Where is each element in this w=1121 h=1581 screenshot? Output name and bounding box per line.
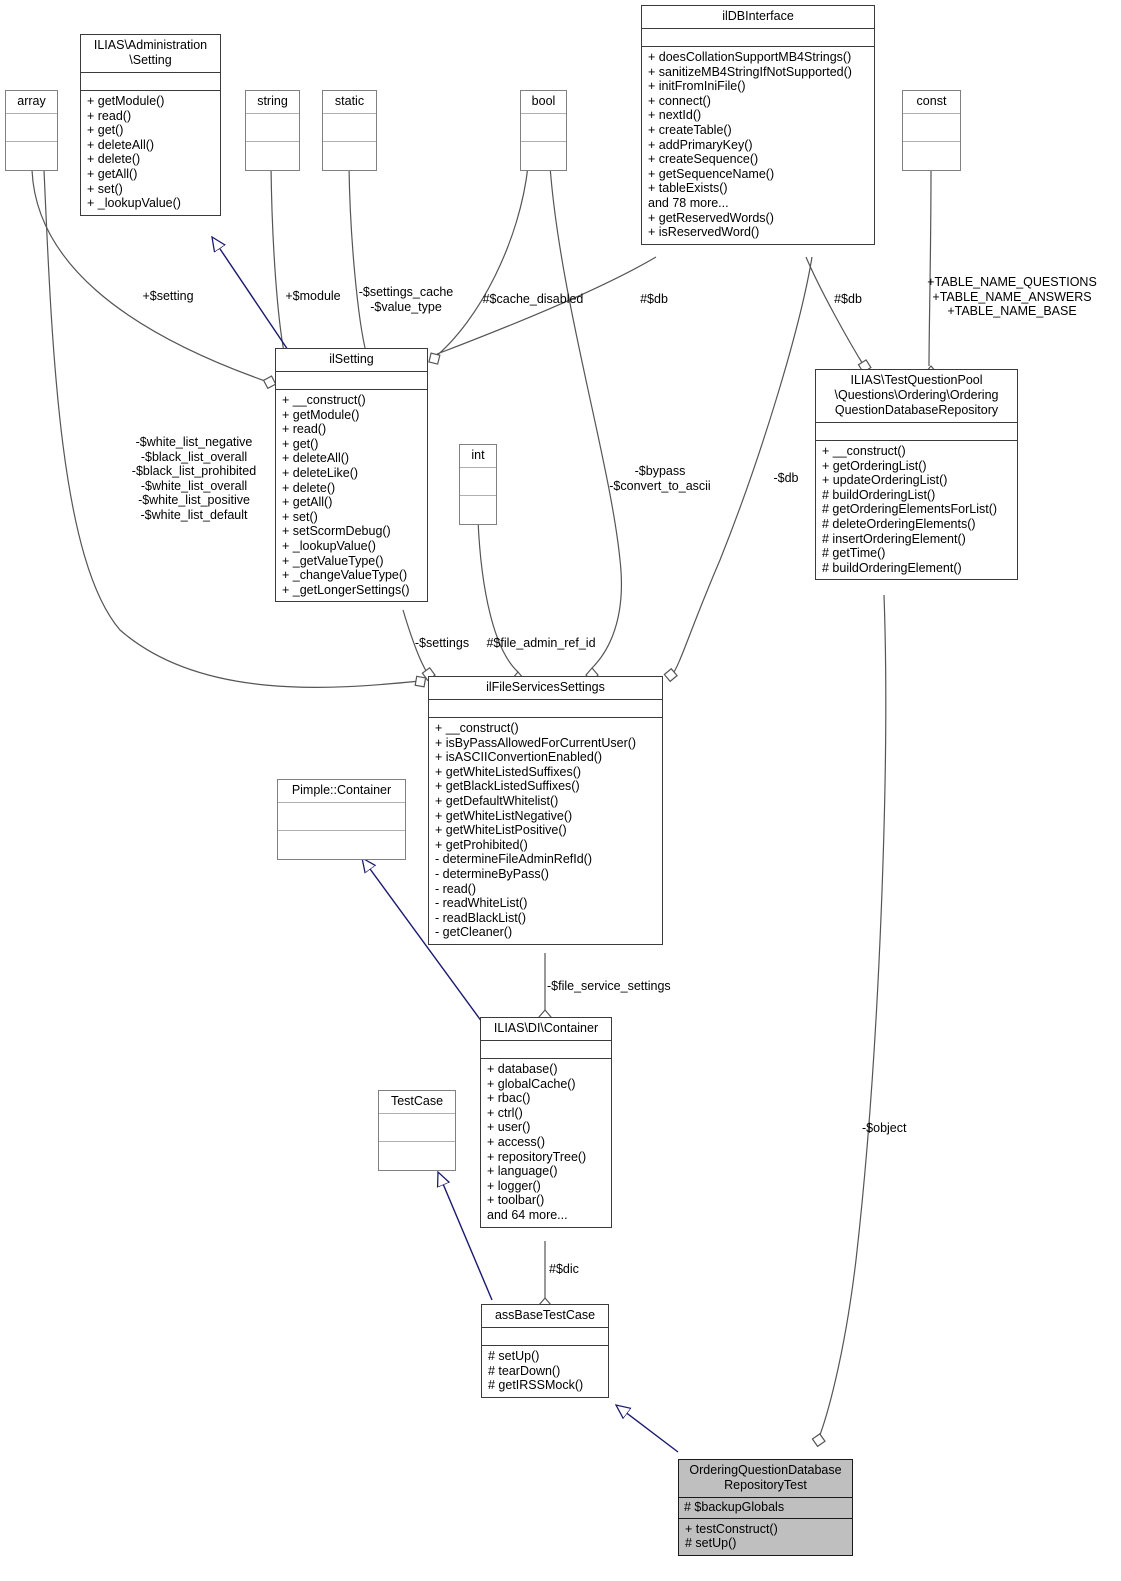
class-operations: + __construct() + isByPassAllowedForCurr… (435, 721, 637, 940)
edge-label-bypass-convert: -$bypass -$convert_to_ascii (609, 464, 711, 493)
edge-label-table-name-constants: +TABLE_NAME_QUESTIONS +TABLE_NAME_ANSWER… (927, 275, 1097, 318)
class-node-ildbinterface[interactable]: ilDBInterface + doesCollationSupportMB4S… (641, 5, 875, 245)
class-attributes (816, 423, 1017, 441)
class-node-ilias-di-container[interactable]: ILIAS\DI\Container + database() + global… (480, 1017, 612, 1228)
class-operations (460, 496, 496, 524)
class-node-ilsetting[interactable]: ilSetting + __construct() + getModule() … (275, 348, 428, 603)
class-operations: # setUp() # tearDown() # getIRSSMock() (488, 1349, 584, 1393)
class-title: ilDBInterface (642, 6, 874, 29)
class-attributes (379, 1114, 455, 1142)
class-attributes (481, 1041, 611, 1059)
class-attributes (276, 372, 427, 390)
class-title: ILIAS\DI\Container (481, 1018, 611, 1041)
edge-label-module: +$module (285, 289, 341, 303)
class-title: bool (521, 91, 566, 114)
class-attributes: # $backupGlobals (679, 1498, 852, 1519)
class-node-int[interactable]: int (459, 444, 497, 525)
class-operations (323, 142, 376, 170)
class-operations (278, 831, 405, 859)
class-attributes (81, 73, 220, 91)
class-attributes (903, 114, 960, 142)
class-attributes (323, 114, 376, 142)
class-operations (521, 142, 566, 170)
class-node-const[interactable]: const (902, 90, 961, 171)
class-node-string[interactable]: string (245, 90, 300, 171)
class-title: assBaseTestCase (482, 1305, 608, 1328)
class-operations: + __construct() + getOrderingList() + up… (822, 444, 998, 575)
class-title: Pimple::Container (278, 780, 405, 803)
class-title: array (6, 91, 57, 114)
class-operations: + doesCollationSupportMB4Strings() + san… (648, 50, 852, 240)
class-attributes (642, 29, 874, 47)
edge-label-object: -$object (862, 1121, 907, 1135)
class-operations: + __construct() + getModule() + read() +… (282, 393, 410, 597)
class-node-ilfileservicessettings[interactable]: ilFileServicesSettings + __construct() +… (428, 676, 663, 945)
class-title: ilFileServicesSettings (429, 677, 662, 700)
class-title: ILIAS\Administration \Setting (81, 35, 220, 73)
class-title: int (460, 445, 496, 468)
edge-label-file-service-settings: -$file_service_settings (547, 979, 671, 993)
edge-label-settings: -$settings (414, 636, 470, 650)
class-node-ilias-administration-setting[interactable]: ILIAS\Administration \Setting + getModul… (80, 34, 221, 216)
class-operations (6, 142, 57, 170)
class-node-static[interactable]: static (322, 90, 377, 171)
class-title: const (903, 91, 960, 114)
edge-label-db-repository: #$db (834, 292, 862, 306)
class-node-assbasetestcase[interactable]: assBaseTestCase # setUp() # tearDown() #… (481, 1304, 609, 1398)
class-attributes (482, 1328, 608, 1346)
class-title: ilSetting (276, 349, 427, 372)
class-operations: + database() + globalCache() + rbac() + … (487, 1062, 587, 1222)
class-attributes (521, 114, 566, 142)
class-node-ordering-question-database-repository-test[interactable]: OrderingQuestionDatabase RepositoryTest … (678, 1459, 853, 1556)
class-node-bool[interactable]: bool (520, 90, 567, 171)
class-operations: + getModule() + read() + get() + deleteA… (87, 94, 181, 211)
edge-label-setting: +$setting (142, 289, 194, 303)
class-operations (903, 142, 960, 170)
edge-label-cache-disabled: #$cache_disabled (482, 292, 584, 306)
class-title: string (246, 91, 299, 114)
edge-label-file-admin-ref-id: #$file_admin_ref_id (486, 636, 596, 650)
class-title: static (323, 91, 376, 114)
class-title: TestCase (379, 1091, 455, 1114)
class-attributes (246, 114, 299, 142)
class-attributes (460, 468, 496, 496)
edge-label-db-ilsetting: #$db (640, 292, 668, 306)
edge-label-settings-cache: -$settings_cache -$value_type (358, 285, 454, 314)
class-node-pimple-container[interactable]: Pimple::Container (277, 779, 406, 860)
class-node-ordering-question-database-repository[interactable]: ILIAS\TestQuestionPool \Questions\Orderi… (815, 369, 1018, 581)
edge-label-white-black-lists: -$white_list_negative -$black_list_overa… (131, 435, 257, 522)
class-title: OrderingQuestionDatabase RepositoryTest (679, 1460, 852, 1498)
class-operations: + testConstruct() # setUp() (685, 1521, 778, 1551)
class-operations (379, 1142, 455, 1170)
class-attributes (429, 700, 662, 718)
class-attributes (278, 803, 405, 831)
class-attributes (6, 114, 57, 142)
class-title: ILIAS\TestQuestionPool \Questions\Orderi… (816, 370, 1017, 423)
class-node-array[interactable]: array (5, 90, 58, 171)
edge-label-dic: #$dic (549, 1262, 579, 1276)
class-operations (246, 142, 299, 170)
edge-label-db-filesettings: -$db (773, 471, 799, 485)
class-node-testcase[interactable]: TestCase (378, 1090, 456, 1171)
